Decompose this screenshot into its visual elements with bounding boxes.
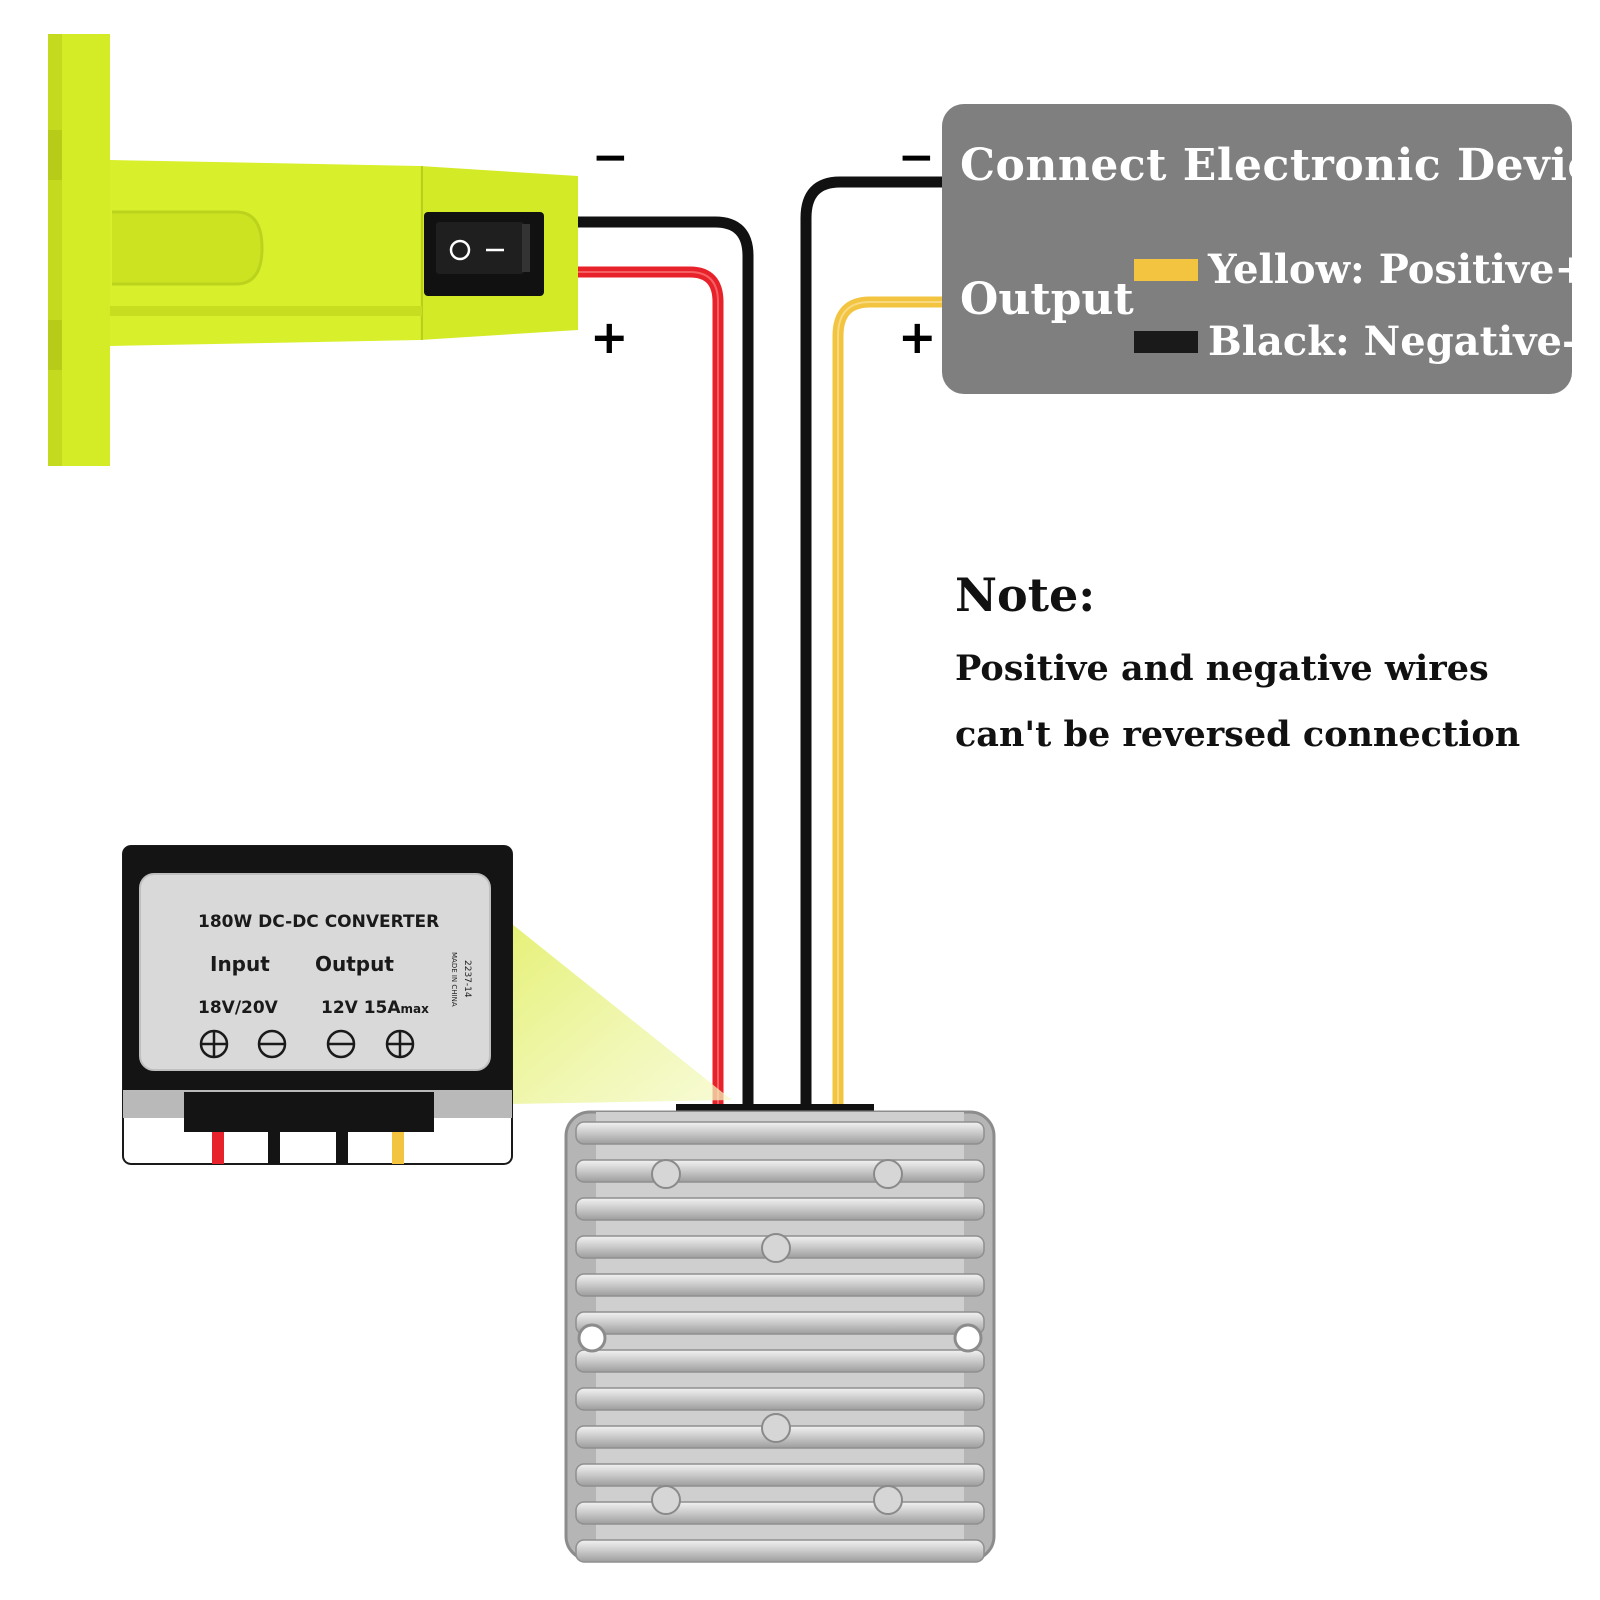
battery-negative-sign: − xyxy=(592,132,629,183)
mounting-hole-right xyxy=(953,1323,983,1353)
housing-screw xyxy=(651,1485,681,1515)
input-positive-wire xyxy=(578,266,724,1110)
heatsink-fin xyxy=(575,1463,985,1487)
legend-black: Black: Negative- xyxy=(1134,318,1579,365)
output-info-box: Connect Electronic Device Output Yellow:… xyxy=(942,104,1600,394)
housing-screw xyxy=(761,1413,791,1443)
housing-screw xyxy=(761,1233,791,1263)
black-wire-swatch xyxy=(1134,330,1198,353)
heatsink-fin xyxy=(575,1273,985,1297)
converter-input-value: 18V/20V xyxy=(198,998,278,1018)
housing-screw xyxy=(873,1159,903,1189)
converter-output-label: Output xyxy=(315,952,394,976)
battery-positive-sign: + xyxy=(590,310,629,364)
note-title: Note: xyxy=(955,568,1096,622)
output-label: Output xyxy=(960,274,1134,325)
switch-off-mark xyxy=(449,239,471,261)
legend-yellow-label: Yellow: Positive+ xyxy=(1208,246,1588,293)
terminal-symbols xyxy=(199,1029,415,1059)
zoom-beam xyxy=(512,924,732,1104)
converter-input-label: Input xyxy=(210,952,270,976)
input-minus-symbol xyxy=(257,1029,287,1059)
heatsink-fin xyxy=(575,1311,985,1335)
note-line-2: can't be reversed connection xyxy=(955,714,1521,755)
input-negative-wire xyxy=(578,216,754,1110)
heatsink-fin xyxy=(575,1539,985,1563)
heatsink-fin xyxy=(575,1121,985,1145)
converter-made-in: MADE IN CHINA xyxy=(450,952,458,1007)
output-positive-wire xyxy=(832,296,942,1110)
input-plus-symbol xyxy=(199,1029,229,1059)
yellow-wire-swatch xyxy=(1134,258,1198,281)
heatsink-fin xyxy=(575,1387,985,1411)
converter-output-value-group: 12V 15Amax xyxy=(321,998,429,1018)
converter-label-title: 180W DC-DC CONVERTER xyxy=(198,912,440,932)
info-box-title: Connect Electronic Device xyxy=(960,140,1600,191)
legend-yellow: Yellow: Positive+ xyxy=(1134,246,1588,293)
converter-label-inset xyxy=(122,845,513,1165)
output-negative-wire xyxy=(800,176,942,1110)
mounting-hole-left xyxy=(577,1323,607,1353)
output-minus-symbol xyxy=(326,1029,356,1059)
device-negative-sign: − xyxy=(898,132,935,183)
heatsink-fin xyxy=(575,1159,985,1183)
heatsink-fin xyxy=(575,1349,985,1373)
converter-output-suffix: max xyxy=(400,1002,429,1016)
converter-output-value: 12V 15A xyxy=(321,998,401,1018)
note-line-1: Positive and negative wires xyxy=(955,648,1489,689)
output-plus-symbol xyxy=(385,1029,415,1059)
device-positive-sign: + xyxy=(898,310,937,364)
legend-black-label: Black: Negative- xyxy=(1208,318,1579,365)
dc-dc-converter xyxy=(564,1104,996,1563)
heatsink-fin xyxy=(575,1501,985,1525)
heatsink-fin xyxy=(575,1197,985,1221)
housing-screw xyxy=(651,1159,681,1189)
converter-code: 2237-14 xyxy=(462,960,472,998)
power-switch[interactable] xyxy=(424,212,544,296)
housing-screw xyxy=(873,1485,903,1515)
